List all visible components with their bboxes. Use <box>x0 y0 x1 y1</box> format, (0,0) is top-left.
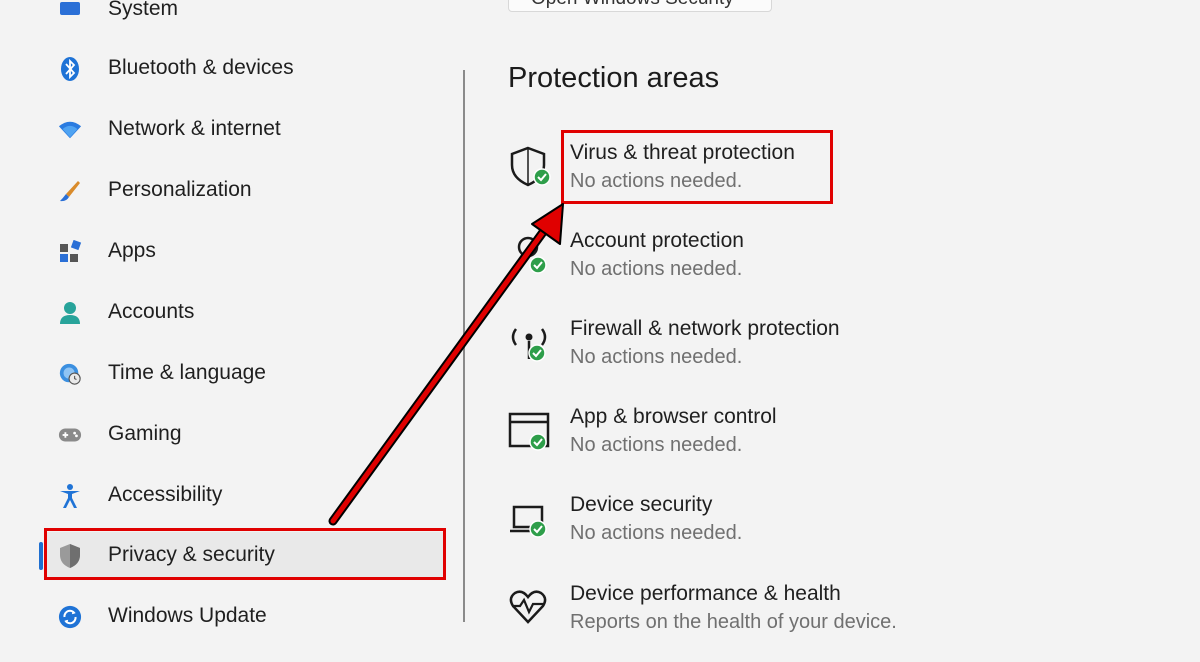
sidebar-item-label: Accessibility <box>108 483 223 506</box>
sidebar-item-windows-update[interactable]: Windows Update <box>46 593 446 641</box>
pane-divider <box>463 70 465 622</box>
area-status: No actions needed. <box>570 522 743 544</box>
sidebar-item-accessibility[interactable]: Accessibility <box>46 472 446 520</box>
sidebar-item-gaming[interactable]: Gaming <box>46 411 446 459</box>
area-device-security[interactable]: Device security No actions needed. <box>508 493 1148 573</box>
sidebar-item-label: Accounts <box>108 300 195 323</box>
selection-indicator <box>39 542 43 570</box>
sidebar-item-label: Privacy & security <box>108 543 275 566</box>
heart-health-icon <box>508 586 554 632</box>
area-title: Account protection <box>570 229 744 252</box>
shield-icon <box>58 544 82 568</box>
area-firewall-network-protection[interactable]: Firewall & network protection No actions… <box>508 317 1148 397</box>
area-title: App & browser control <box>570 405 777 428</box>
system-icon <box>58 0 82 22</box>
area-status: No actions needed. <box>570 434 743 456</box>
section-title: Protection areas <box>508 62 720 94</box>
sidebar-item-privacy-security[interactable]: Privacy & security <box>46 532 446 580</box>
sidebar-item-label: Bluetooth & devices <box>108 56 294 79</box>
virus-shield-icon <box>508 145 554 191</box>
globe-clock-icon <box>58 362 82 386</box>
sidebar-item-network[interactable]: Network & internet <box>46 106 446 154</box>
area-title: Firewall & network protection <box>570 317 840 340</box>
sidebar-item-label: Personalization <box>108 178 252 201</box>
sidebar-item-label: System <box>108 0 179 20</box>
sidebar-item-system[interactable]: System <box>46 0 446 34</box>
area-device-performance-health[interactable]: Device performance & health Reports on t… <box>508 582 1148 662</box>
firewall-icon <box>508 321 554 367</box>
sidebar-item-apps[interactable]: Apps <box>46 228 446 276</box>
area-app-browser-control[interactable]: App & browser control No actions needed. <box>508 405 1148 485</box>
sidebar-item-label: Network & internet <box>108 117 281 140</box>
person-icon <box>58 301 82 325</box>
brush-icon <box>58 179 82 203</box>
bluetooth-icon <box>58 57 82 81</box>
device-security-icon <box>508 497 554 543</box>
wifi-icon <box>58 118 82 142</box>
area-virus-threat-protection[interactable]: Virus & threat protection No actions nee… <box>508 141 1148 221</box>
privacy-highlight-box <box>44 528 446 580</box>
open-windows-security-button[interactable]: Open Windows Security <box>508 0 772 12</box>
accessibility-icon <box>58 484 82 508</box>
area-title: Device performance & health <box>570 582 841 605</box>
gamepad-icon <box>58 423 82 447</box>
browser-control-icon <box>508 409 554 455</box>
sidebar-item-accounts[interactable]: Accounts <box>46 289 446 337</box>
sidebar-item-personalization[interactable]: Personalization <box>46 167 446 215</box>
area-status: No actions needed. <box>570 258 743 280</box>
sidebar-item-label: Apps <box>108 239 156 262</box>
sidebar-item-label: Time & language <box>108 361 266 384</box>
area-title: Device security <box>570 493 713 516</box>
sidebar-item-label: Gaming <box>108 422 182 445</box>
area-account-protection[interactable]: Account protection No actions needed. <box>508 229 1148 309</box>
settings-sidebar: System Bluetooth & devices Network & int… <box>0 0 460 629</box>
area-status: No actions needed. <box>570 170 743 192</box>
virus-highlight-box <box>561 130 833 204</box>
update-icon <box>58 605 82 629</box>
area-status: No actions needed. <box>570 346 743 368</box>
sidebar-item-bluetooth[interactable]: Bluetooth & devices <box>46 45 446 93</box>
area-status: Reports on the health of your device. <box>570 611 897 633</box>
area-title: Virus & threat protection <box>570 141 795 164</box>
sidebar-item-label: Windows Update <box>108 604 267 627</box>
sidebar-item-time-language[interactable]: Time & language <box>46 350 446 398</box>
account-protection-icon <box>508 233 554 279</box>
apps-icon <box>58 240 82 264</box>
